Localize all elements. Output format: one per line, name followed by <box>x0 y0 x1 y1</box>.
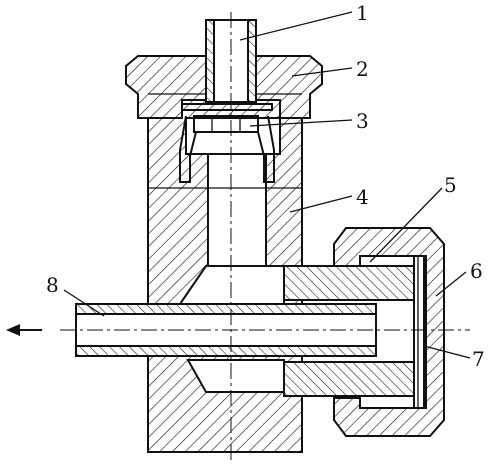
leader-lines <box>63 11 471 359</box>
part-labels: 1 2 3 4 5 6 7 8 <box>46 1 485 371</box>
union-nut <box>333 227 445 437</box>
gasket <box>413 255 425 409</box>
label-2: 2 <box>356 57 369 81</box>
label-5: 5 <box>444 173 457 197</box>
float-valve <box>179 103 275 183</box>
center-lines <box>60 12 470 462</box>
label-1: 1 <box>356 1 369 25</box>
arrow-left-icon <box>6 324 42 336</box>
valve-body <box>147 95 303 453</box>
label-8: 8 <box>46 273 59 297</box>
label-6: 6 <box>470 259 483 283</box>
label-3: 3 <box>356 109 369 133</box>
label-7: 7 <box>472 347 485 371</box>
label-4: 4 <box>356 185 369 209</box>
